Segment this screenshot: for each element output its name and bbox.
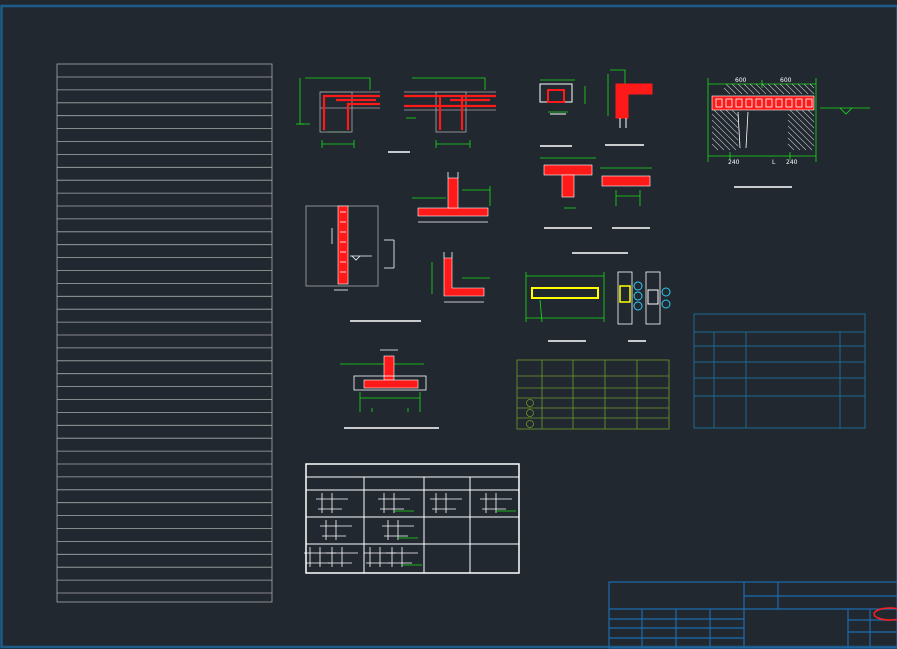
stirrup-box bbox=[715, 98, 723, 108]
hatch-line bbox=[787, 119, 815, 147]
lintel-elevation-detail bbox=[525, 271, 671, 342]
hatch-line bbox=[743, 83, 755, 95]
l-wall-footing-detail bbox=[431, 252, 490, 303]
sheet-frame bbox=[0, 4, 897, 649]
dim-left-support: 240 bbox=[728, 159, 740, 166]
wall-hatch-left bbox=[711, 83, 815, 151]
stirrup-box bbox=[755, 98, 763, 108]
hatch-line bbox=[761, 83, 773, 95]
column-type-sketch bbox=[316, 493, 348, 513]
hatch-line bbox=[713, 109, 739, 135]
wall-elevation-detail bbox=[305, 205, 421, 322]
hatch-line bbox=[767, 83, 779, 95]
hatch-line bbox=[773, 83, 785, 95]
column-type-sketch bbox=[382, 520, 418, 540]
hatch-line bbox=[795, 109, 815, 129]
approval-stamp bbox=[873, 607, 897, 621]
hatch-line bbox=[731, 83, 743, 95]
dim-right-support: 240 bbox=[786, 159, 798, 166]
hatch-line bbox=[711, 113, 739, 141]
rebar-schedule-table bbox=[516, 359, 670, 430]
hatch-line bbox=[779, 83, 791, 95]
column-type-sketch bbox=[364, 547, 396, 567]
hatch-line bbox=[787, 125, 813, 151]
dim-top-left-width: 600 bbox=[735, 77, 747, 84]
hatch-line bbox=[787, 137, 801, 151]
wall-base-slab-detail bbox=[412, 172, 491, 223]
drawing-index-table bbox=[56, 63, 273, 603]
stirrup-box bbox=[725, 98, 733, 108]
hatch-line bbox=[711, 137, 725, 151]
hatch-line bbox=[809, 83, 815, 89]
hatch-line bbox=[723, 87, 731, 95]
column-type-sketch bbox=[378, 493, 414, 513]
l-column-section bbox=[605, 69, 653, 146]
stirrup-box bbox=[735, 98, 743, 108]
schedule-mark-circle bbox=[526, 409, 534, 417]
schedule-mark-circle bbox=[526, 399, 534, 407]
hatch-line bbox=[711, 143, 719, 151]
column-type-sketch bbox=[430, 493, 462, 513]
t-beam-section-2 bbox=[600, 167, 652, 229]
corner-wall-detail-1 bbox=[296, 77, 410, 153]
t-beam-section-1 bbox=[540, 157, 596, 229]
wall-hatch-right bbox=[787, 109, 815, 151]
stirrup-box bbox=[785, 98, 793, 108]
column-type-table bbox=[304, 463, 520, 574]
hatch-line bbox=[807, 109, 815, 117]
stirrup-box bbox=[805, 98, 813, 108]
column-type-sketch bbox=[320, 520, 352, 540]
lintel-beam-detail: 600 600 240 L 240 bbox=[707, 77, 870, 188]
stirrup-box bbox=[775, 98, 783, 108]
hatch-line bbox=[789, 109, 815, 135]
column-type-sketch bbox=[386, 547, 422, 567]
hatch-line bbox=[725, 109, 739, 123]
lintel-section-a bbox=[617, 271, 643, 325]
hatch-line bbox=[725, 83, 737, 95]
stirrup-box bbox=[745, 98, 753, 108]
strip-footing-detail bbox=[340, 349, 439, 429]
stirrup-box bbox=[765, 98, 773, 108]
title-block bbox=[608, 581, 897, 649]
lintel-stirrups bbox=[715, 98, 813, 108]
hatch-line bbox=[791, 83, 803, 95]
column-type-sketch bbox=[480, 493, 516, 513]
stirrup-box bbox=[795, 98, 803, 108]
dim-top-right-width: 600 bbox=[780, 77, 792, 84]
hatch-line bbox=[737, 83, 749, 95]
beam-section-small bbox=[539, 79, 586, 147]
schedule-mark-circle bbox=[526, 420, 534, 428]
column-type-sketch bbox=[304, 547, 336, 567]
hatch-line bbox=[711, 119, 739, 147]
hatch-line bbox=[731, 109, 739, 117]
hatch-line bbox=[787, 143, 795, 151]
hatch-line bbox=[785, 83, 797, 95]
t-wall-detail bbox=[404, 77, 496, 148]
hatch-line bbox=[797, 83, 809, 95]
lintel-section-b bbox=[645, 271, 671, 325]
dim-span: L bbox=[772, 159, 776, 166]
hatch-line bbox=[803, 83, 815, 95]
hatch-line bbox=[711, 131, 731, 151]
hatch-line bbox=[787, 131, 807, 151]
notes-table bbox=[693, 313, 866, 429]
hatch-line bbox=[749, 83, 761, 95]
hatch-line bbox=[787, 113, 815, 141]
hatch-line bbox=[719, 109, 739, 129]
column-type-cells bbox=[304, 493, 516, 567]
column-type-sketch bbox=[326, 547, 358, 567]
hatch-line bbox=[755, 83, 767, 95]
hatch-line bbox=[711, 125, 737, 151]
hatch-line bbox=[801, 109, 815, 123]
